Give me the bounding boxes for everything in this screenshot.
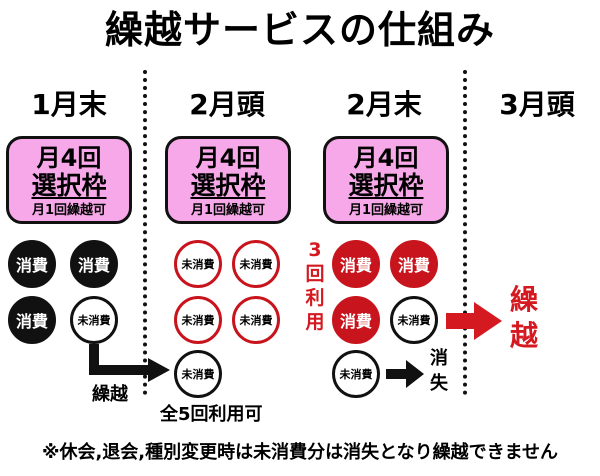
coin-used: 消費: [390, 240, 438, 288]
selection-frame-feb-start: 月4回 選択枠 月1回繰越可: [165, 136, 291, 224]
frame-note: 月1回繰越可: [348, 203, 424, 218]
carry-forward-arrow: [446, 302, 502, 340]
diagram-title: 繰越サービスの仕組み: [104, 8, 495, 52]
divider-1: [143, 70, 147, 395]
coin-used: 消費: [332, 296, 380, 344]
col-label-feb-end: 2月末: [346, 88, 422, 121]
coin-carried-over: 未消費: [174, 350, 222, 398]
frame-label: 選択枠: [348, 171, 424, 200]
march-carry-label: 繰 越: [509, 283, 538, 352]
footnote: ※休会,退会,種別変更時は未消費分は消失となり繰越できません: [41, 442, 559, 463]
frame-label: 選択枠: [31, 171, 107, 200]
carry-over-label: 繰越: [92, 384, 128, 405]
coin-unused: 未消費: [390, 296, 438, 344]
frame-count: 月4回: [353, 144, 419, 172]
expire-arrow: [386, 360, 424, 388]
selection-frame-jan: 月4回 選択枠 月1回繰越可: [6, 136, 132, 224]
frame-count: 月4回: [195, 144, 261, 172]
col-label-mar-start: 3月頭: [499, 88, 575, 121]
frame-label: 選択枠: [190, 171, 266, 200]
selection-frame-feb-end: 月4回 選択枠 月1回繰越可: [323, 136, 449, 224]
coin-used: 消費: [332, 240, 380, 288]
coin-unused: 未消費: [70, 296, 118, 344]
coin-used: 消費: [8, 296, 56, 344]
frame-note: 月1回繰越可: [190, 203, 266, 218]
divider-2: [463, 70, 467, 395]
coin-used: 消費: [70, 240, 118, 288]
expire-label: 消 失: [430, 348, 448, 394]
coin-unused: 未消費: [232, 240, 280, 288]
coin-unused: 未消費: [232, 296, 280, 344]
coin-used: 消費: [8, 240, 56, 288]
col-label-jan-end: 1月末: [31, 88, 107, 121]
coin-unused: 未消費: [174, 296, 222, 344]
coin-expiring: 未消費: [332, 350, 380, 398]
carry-over-arrow: [89, 344, 170, 382]
used-count-label: 3 回 利 用: [305, 239, 325, 333]
frame-note: 月1回繰越可: [31, 203, 107, 218]
frame-count: 月4回: [36, 144, 102, 172]
col-label-feb-start: 2月頭: [189, 88, 265, 121]
total-available-label: 全5回利用可: [160, 404, 263, 425]
coin-unused: 未消費: [174, 240, 222, 288]
